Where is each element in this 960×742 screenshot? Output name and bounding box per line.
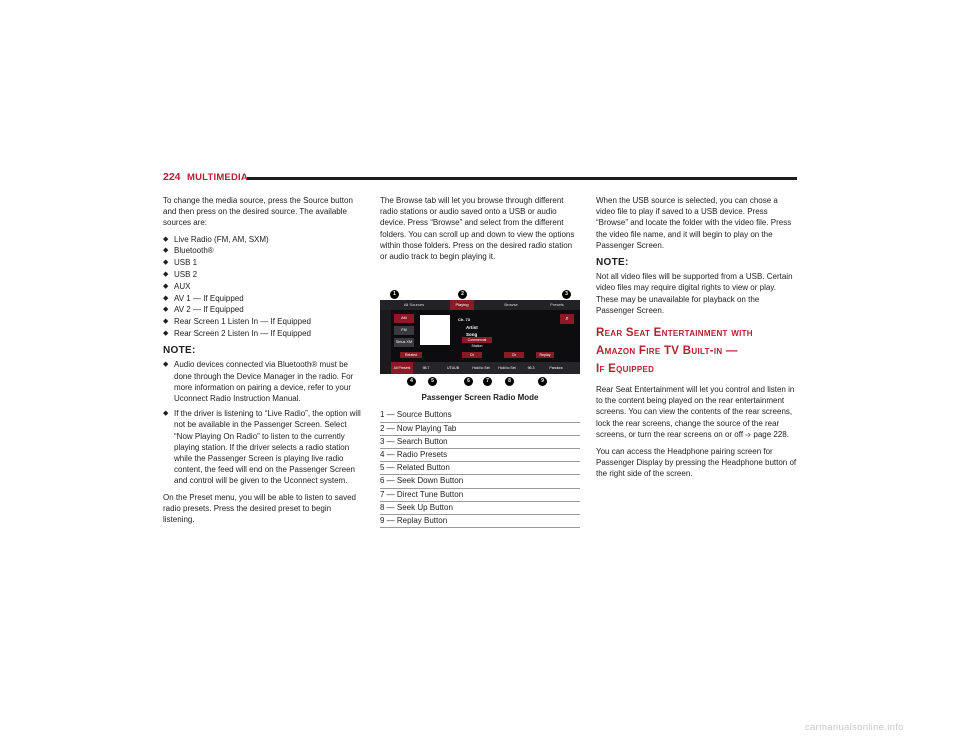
section-heading: Rear Seat Entertainment with Amazon Fire…	[596, 324, 798, 378]
tab-all-sources: All Sources	[403, 302, 425, 308]
album-art	[420, 315, 450, 346]
search-icon: ⌕	[560, 314, 574, 325]
tab-playing: Playing	[450, 300, 474, 311]
callout-7: 7	[483, 377, 492, 387]
list-item: Rear Screen 2 Listen In — If Equipped	[163, 328, 363, 339]
header-rule	[247, 177, 797, 180]
callout-8: 8	[505, 377, 514, 387]
legend-row: 3 — Search Button	[380, 434, 580, 448]
source-fm-button: FM	[394, 326, 414, 336]
tab-bar: All Sources Playing Browse Presets	[380, 300, 580, 311]
song-label: Song	[466, 332, 478, 338]
note-heading: NOTE:	[163, 345, 196, 357]
page-ref-arrow-icon: ➩	[745, 431, 752, 439]
preset-slot: 96.3	[527, 366, 535, 371]
preset-slot: Hold to Set	[472, 366, 490, 371]
figure-caption: Passenger Screen Radio Mode	[421, 393, 539, 403]
page-header: 224 MULTIMEDIA	[163, 171, 797, 185]
passenger-screen-figure: All Sources Playing Browse Presets AM FM…	[380, 290, 580, 387]
legend-row: 8 — Seek Up Button	[380, 500, 580, 514]
list-item: Live Radio (FM, AM, SXM)	[163, 234, 363, 245]
legend-row: 4 — Radio Presets	[380, 448, 580, 461]
preset-slot: Pandora	[549, 366, 563, 371]
callout-5: 5	[428, 377, 437, 387]
heading-line: If Equipped	[596, 363, 655, 376]
rse-text: Rear Seat Entertainment will let you con…	[596, 385, 795, 439]
page-ref-link[interactable]: page 228.	[753, 429, 789, 439]
list-item: AV 1 — If Equipped	[163, 293, 363, 304]
replay-button: Replay	[536, 352, 554, 359]
column-1: To change the media source, press the So…	[163, 195, 363, 530]
legend-row: 2 — Now Playing Tab	[380, 421, 580, 435]
preset-slot: 98.7	[422, 366, 430, 371]
preset-paragraph: On the Preset menu, you will be able to …	[163, 492, 356, 525]
list-item: Rear Screen 1 Listen In — If Equipped	[163, 316, 363, 327]
note-list: Audio devices connected via Bluetooth® m…	[163, 359, 363, 486]
source-intro: To change the media source, press the So…	[163, 196, 353, 228]
heading-line: Rear Seat Entertainment with	[596, 327, 753, 340]
preset-bar: All Presets 98.7 UTUUB Hold to Set Hold …	[391, 362, 580, 375]
list-item: If the driver is listening to “Live Radi…	[163, 408, 363, 486]
list-item: AUX	[163, 281, 363, 292]
note-heading: NOTE:	[596, 257, 629, 269]
legend-row: 7 — Direct Tune Button	[380, 487, 580, 501]
legend-row: 6 — Seek Down Button	[380, 474, 580, 487]
source-am-button: AM	[394, 314, 414, 324]
all-presets-button: All Presets	[391, 362, 413, 375]
legend-row: 1 — Source Buttons	[380, 410, 452, 420]
callout-9: 9	[538, 377, 547, 387]
figure-legend: 1 — Source Buttons 2 — Now Playing Tab 3…	[380, 409, 580, 529]
preset-slot: Hold to Set	[498, 366, 516, 371]
seek-down-button: Ch	[462, 352, 482, 359]
column-2: The Browse tab will let you browse throu…	[380, 195, 580, 529]
list-item: USB 1	[163, 257, 363, 268]
tab-browse: Browse	[504, 302, 518, 308]
callout-4: 4	[407, 377, 416, 387]
headphone-paragraph: You can access the Headphone pairing scr…	[596, 447, 797, 479]
preset-slot: UTUUB	[446, 366, 460, 371]
list-item: AV 2 — If Equipped	[163, 304, 363, 315]
rse-paragraph: Rear Seat Entertainment will let you con…	[596, 384, 798, 441]
page-number: 224	[163, 171, 181, 183]
legend-row: 5 — Related Button	[380, 461, 580, 474]
side-rail	[380, 310, 391, 375]
list-item: Audio devices connected via Bluetooth® m…	[163, 359, 363, 404]
artist-label: Artist	[466, 325, 478, 331]
seek-up-button: Ch	[504, 352, 524, 359]
related-button: Related	[400, 352, 422, 359]
browse-paragraph: The Browse tab will let you browse throu…	[380, 196, 575, 262]
section-title: MULTIMEDIA	[187, 172, 248, 183]
radio-screen: All Sources Playing Browse Presets AM FM…	[380, 300, 580, 375]
callout-3: 3	[562, 290, 571, 300]
station-pill: Commercial Station	[462, 337, 492, 348]
station-label: Ch. 73	[458, 317, 471, 323]
note-paragraph: Not all video files will be supported fr…	[596, 272, 793, 315]
list-item: Bluetooth®	[163, 245, 363, 256]
usb-paragraph: When the USB source is selected, you can…	[596, 196, 792, 250]
callout-2: 2	[458, 290, 467, 300]
tab-presets: Presets	[550, 302, 564, 308]
heading-line: Amazon Fire TV Built-in —	[596, 345, 738, 358]
callout-1: 1	[390, 290, 399, 300]
column-3: When the USB source is selected, you can…	[596, 195, 798, 485]
source-sxm-button: Sirius XM	[394, 338, 414, 348]
list-item: USB 2	[163, 269, 363, 280]
legend-row: 9 — Replay Button	[380, 514, 580, 527]
source-list: Live Radio (FM, AM, SXM) Bluetooth® USB …	[163, 234, 363, 340]
watermark: carmanualsonline.info	[805, 722, 904, 733]
callout-6: 6	[464, 377, 473, 387]
